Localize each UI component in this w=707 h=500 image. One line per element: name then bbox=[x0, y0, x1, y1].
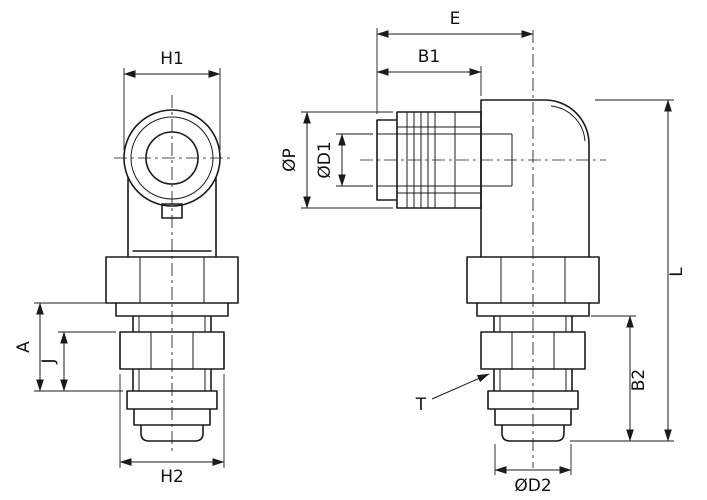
front-release-tab bbox=[161, 203, 183, 219]
side-port-bore-lines bbox=[377, 126, 513, 194]
callout-t: T bbox=[415, 373, 490, 415]
dim-label-phi-d2: ØD2 bbox=[514, 476, 551, 496]
dim-label-l: L bbox=[667, 267, 687, 277]
dim-label-e: E bbox=[450, 9, 461, 29]
dimension-b1: B1 bbox=[376, 47, 482, 96]
side-body-corner-chamfer bbox=[550, 105, 586, 142]
front-port-circle-outer bbox=[123, 109, 221, 207]
dimension-l: L bbox=[570, 99, 687, 442]
front-view-centerlines bbox=[114, 95, 230, 452]
dim-label-b2: B2 bbox=[629, 369, 649, 391]
side-port-grip-lines bbox=[406, 112, 456, 208]
dimension-j: J bbox=[39, 331, 116, 392]
dimension-phi-d1: ØD1 bbox=[315, 133, 373, 187]
dimension-phi-p: ØP bbox=[280, 111, 393, 209]
dim-label-t: T bbox=[415, 395, 427, 415]
dimension-b2: B2 bbox=[591, 315, 649, 442]
side-stack-outline bbox=[466, 256, 600, 442]
dimension-a: A bbox=[14, 302, 123, 392]
front-port-circle-collet bbox=[130, 116, 214, 200]
side-view-centerlines bbox=[360, 30, 606, 468]
front-port-circle-bore bbox=[145, 131, 199, 185]
dimension-h2-extension-lines bbox=[119, 374, 225, 468]
dim-label-phi-p: ØP bbox=[280, 148, 300, 172]
dimension-h2: H2 bbox=[119, 374, 225, 487]
dimension-e: E bbox=[376, 9, 534, 114]
callout-t-leader-line bbox=[431, 373, 490, 400]
front-detail-lines bbox=[138, 257, 206, 391]
side-view: E B1 ØP ØD1 L B2 bbox=[280, 9, 687, 496]
dimension-h1: H1 bbox=[123, 49, 221, 150]
dimension-phi-p-extension-lines bbox=[301, 111, 393, 209]
dim-label-a: A bbox=[14, 341, 34, 353]
dimension-phi-d2: ØD2 bbox=[494, 444, 572, 496]
dim-label-h2: H2 bbox=[160, 467, 184, 487]
front-body-outline bbox=[105, 177, 239, 442]
front-view: H1 H2 A J bbox=[14, 49, 239, 487]
dimension-a-extension-lines bbox=[34, 302, 123, 392]
dim-label-j: J bbox=[39, 358, 59, 364]
dim-label-h1: H1 bbox=[160, 49, 184, 69]
side-body-outline bbox=[480, 99, 590, 258]
dim-label-phi-d1: ØD1 bbox=[315, 141, 335, 178]
dim-label-b1: B1 bbox=[418, 47, 440, 67]
side-detail-lines bbox=[499, 257, 567, 391]
dimension-l-extension-lines bbox=[570, 99, 674, 442]
dimension-h1-extension-lines bbox=[123, 68, 221, 150]
